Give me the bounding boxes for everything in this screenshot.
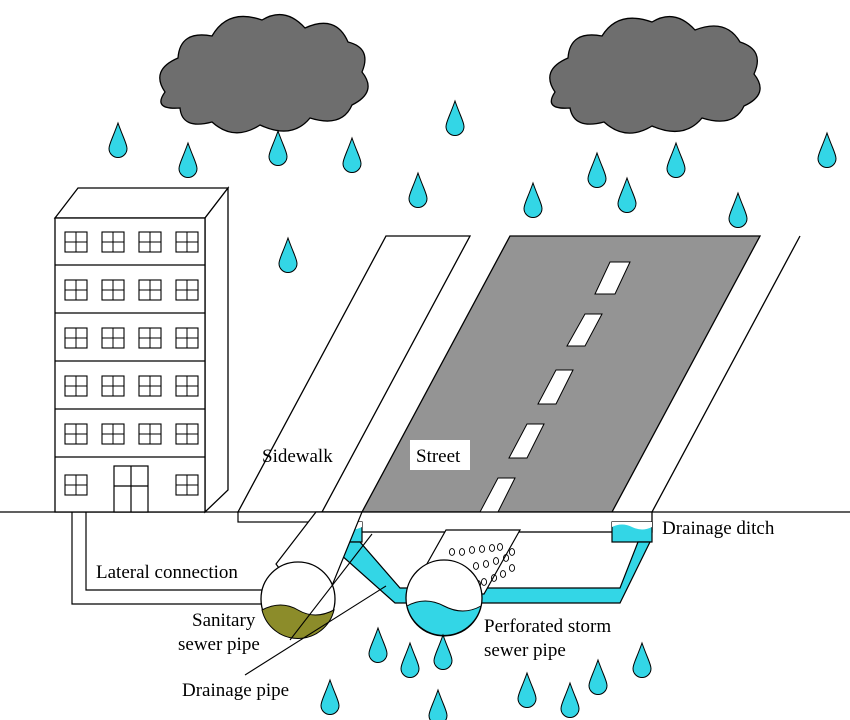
raindrop-icon xyxy=(178,141,198,178)
raindrop-icon xyxy=(587,151,607,188)
lane-markings xyxy=(479,261,631,513)
raindrop-icon xyxy=(433,633,453,670)
perforation-hole xyxy=(448,548,456,556)
drainage-ditch-label: Drainage ditch xyxy=(662,518,775,539)
perforation-hole xyxy=(458,548,466,556)
lateral-connection-label: Lateral connection xyxy=(96,562,238,583)
perforation-hole xyxy=(478,545,486,553)
perforated-storm-sewer-pipe xyxy=(405,529,522,637)
perforation-hole xyxy=(496,543,504,551)
perforation-hole xyxy=(480,578,488,586)
raindrop-icon xyxy=(588,658,608,695)
raindrop-icon xyxy=(400,641,420,678)
perforation-hole xyxy=(490,574,498,582)
perforation-hole xyxy=(492,557,500,565)
drainage-pipe-label: Drainage pipe xyxy=(182,680,289,701)
leader-drainage-pipe xyxy=(244,585,387,676)
raindrop-icon xyxy=(666,141,686,178)
perforation-hole xyxy=(468,546,476,554)
street-label: Street xyxy=(416,446,461,467)
perforation-hole xyxy=(499,570,507,578)
raindrop-icon xyxy=(517,671,537,708)
raindrop-icon xyxy=(445,99,465,136)
building-icon xyxy=(53,186,230,514)
storm-label-line2: sewer pipe xyxy=(484,640,566,661)
street-curb xyxy=(321,511,653,533)
raindrop-icon xyxy=(278,236,298,273)
raindrop-icon xyxy=(320,678,340,715)
raindrop-icon xyxy=(108,121,128,158)
sidewalk-label: Sidewalk xyxy=(262,446,333,467)
perforation-hole xyxy=(502,554,510,562)
storm-label-line1: Perforated storm xyxy=(484,616,611,637)
cloud-icon xyxy=(549,15,761,134)
raindrop-icon xyxy=(523,181,543,218)
raindrop-icon xyxy=(342,136,362,173)
raindrop-icon xyxy=(632,641,652,678)
raindrop-icon xyxy=(560,681,580,718)
raindrop-icon xyxy=(617,176,637,213)
raindrop-icon xyxy=(428,688,448,720)
sanitary-label-line2: sewer pipe xyxy=(178,634,260,655)
raindrop-icon xyxy=(368,626,388,663)
lateral-connection-pipe xyxy=(71,512,262,605)
perforation-hole xyxy=(508,564,516,572)
raindrop-icon xyxy=(728,191,748,228)
raindrop-icon xyxy=(408,171,428,208)
perforation-hole xyxy=(472,562,480,570)
perforation-hole xyxy=(488,544,496,552)
raindrop-icon xyxy=(817,131,837,168)
sanitary-label-line1: Sanitary xyxy=(192,610,256,631)
perforation-hole xyxy=(508,548,516,556)
raindrop-icon xyxy=(268,129,288,166)
sanitary-sewer-pipe xyxy=(260,511,363,639)
leader-sanitary xyxy=(289,533,373,641)
cloud-icon xyxy=(159,13,369,134)
ditch-bank-line xyxy=(651,235,801,513)
street-label-bg xyxy=(410,440,470,470)
perforation-hole xyxy=(482,560,490,568)
